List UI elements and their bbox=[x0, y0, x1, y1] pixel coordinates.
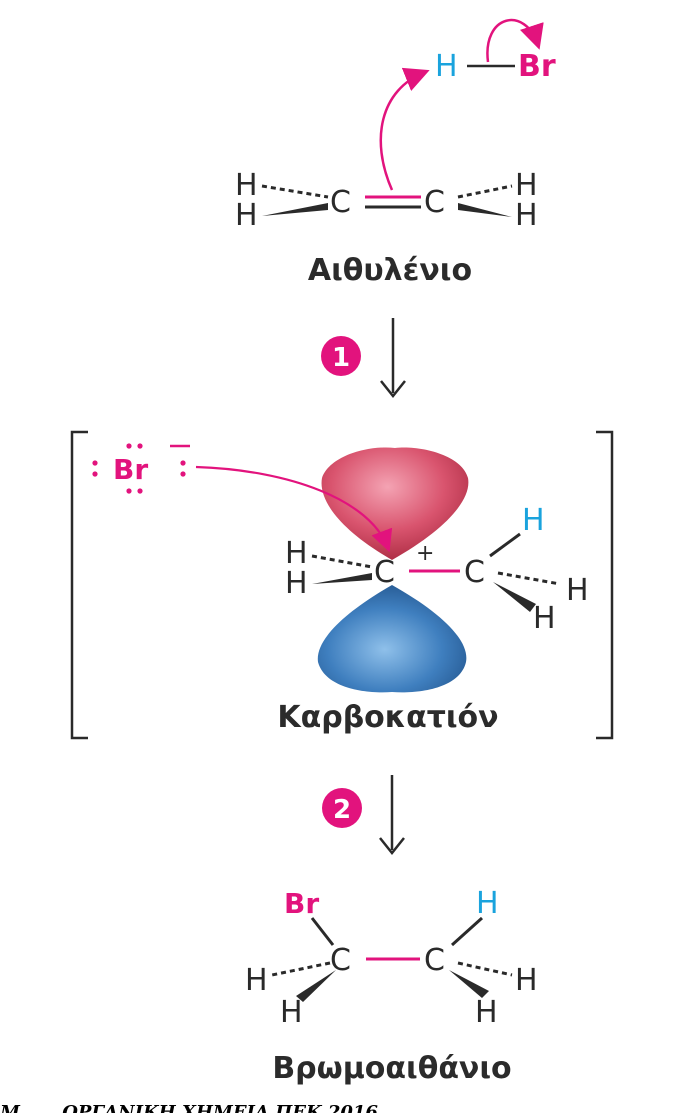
step-1-badge-label: 1 bbox=[332, 343, 350, 373]
step-1: 1 bbox=[321, 318, 406, 399]
atom-c: C bbox=[464, 555, 485, 590]
atom-c: C bbox=[424, 185, 445, 220]
dash-bond bbox=[261, 184, 329, 199]
step-1-badge bbox=[321, 336, 361, 376]
p-orbital-top-lobe bbox=[321, 447, 469, 560]
down-arrow-icon bbox=[379, 775, 405, 856]
wedge-bond bbox=[458, 203, 512, 217]
hbr-h-atom: H bbox=[435, 49, 458, 84]
down-arrow-icon bbox=[380, 318, 406, 399]
left-bracket bbox=[70, 430, 88, 740]
dash-bond bbox=[311, 554, 373, 569]
bromide-anion: Br bbox=[92, 443, 190, 494]
hbr-molecule: H Br bbox=[435, 49, 556, 84]
dash-bond bbox=[457, 184, 513, 199]
wedge-bond bbox=[296, 970, 336, 1002]
atom-h: H bbox=[245, 963, 268, 998]
bond-to-h bbox=[450, 916, 484, 947]
atom-h: H bbox=[280, 995, 303, 1030]
curved-arrow-bond-to-br bbox=[486, 18, 544, 63]
atom-h: H bbox=[533, 601, 556, 636]
product-h-top: H bbox=[476, 886, 499, 921]
atom-c: C bbox=[424, 943, 445, 978]
wedge-bond bbox=[449, 970, 489, 998]
product-br-atom: Br bbox=[284, 887, 319, 920]
atom-c: C bbox=[374, 555, 395, 590]
positive-charge: + bbox=[416, 541, 434, 566]
atom-h: H bbox=[285, 566, 308, 601]
bond-to-h bbox=[489, 532, 521, 558]
p-orbital-bottom-lobe bbox=[317, 585, 467, 693]
wedge-bond bbox=[493, 582, 536, 612]
ethylene-caption: Αιθυλένιο bbox=[308, 253, 472, 288]
atom-h: H bbox=[515, 198, 538, 233]
ethylene-molecule: H H C C H H bbox=[235, 168, 538, 233]
atom-c: C bbox=[330, 185, 351, 220]
curved-arrow-pi-to-h bbox=[379, 67, 430, 191]
atom-h-top: H bbox=[522, 503, 545, 538]
wedge-bond bbox=[262, 203, 328, 216]
atom-h: H bbox=[285, 536, 308, 571]
dash-bond bbox=[497, 571, 561, 586]
carbocation-molecule: H H C + C H H H bbox=[285, 503, 589, 636]
bromoethane-molecule: Br H C C H H H H bbox=[245, 886, 538, 1030]
carbocation-caption: Καρβοκατιόν bbox=[277, 700, 498, 735]
atom-h: H bbox=[566, 573, 589, 608]
atom-h: H bbox=[515, 168, 538, 203]
source-footer: Μ…… ΟΡΓΑΝΙΚΗ ΧΗΜΕΙΑ ΠΕΚ 2016 bbox=[0, 1102, 378, 1113]
wedge-bond bbox=[312, 573, 372, 584]
curved-arrow-bromide-to-carbon bbox=[195, 465, 393, 553]
step-2: 2 bbox=[322, 775, 405, 856]
atom-h: H bbox=[515, 963, 538, 998]
hbr-br-atom: Br bbox=[518, 49, 556, 84]
atom-h: H bbox=[475, 995, 498, 1030]
atom-c: C bbox=[330, 943, 351, 978]
lone-pair-dots bbox=[92, 443, 186, 494]
step-2-badge bbox=[322, 788, 362, 828]
bromide-br-atom: Br bbox=[113, 453, 148, 486]
step-2-badge-label: 2 bbox=[333, 795, 351, 825]
dash-bond bbox=[271, 961, 331, 977]
atom-h: H bbox=[235, 198, 258, 233]
bromoethane-caption: Βρωμοαιθάνιο bbox=[272, 1051, 511, 1086]
dash-bond bbox=[457, 961, 513, 977]
atom-h: H bbox=[235, 168, 258, 203]
right-bracket bbox=[596, 430, 614, 740]
bond-to-br bbox=[310, 917, 335, 946]
